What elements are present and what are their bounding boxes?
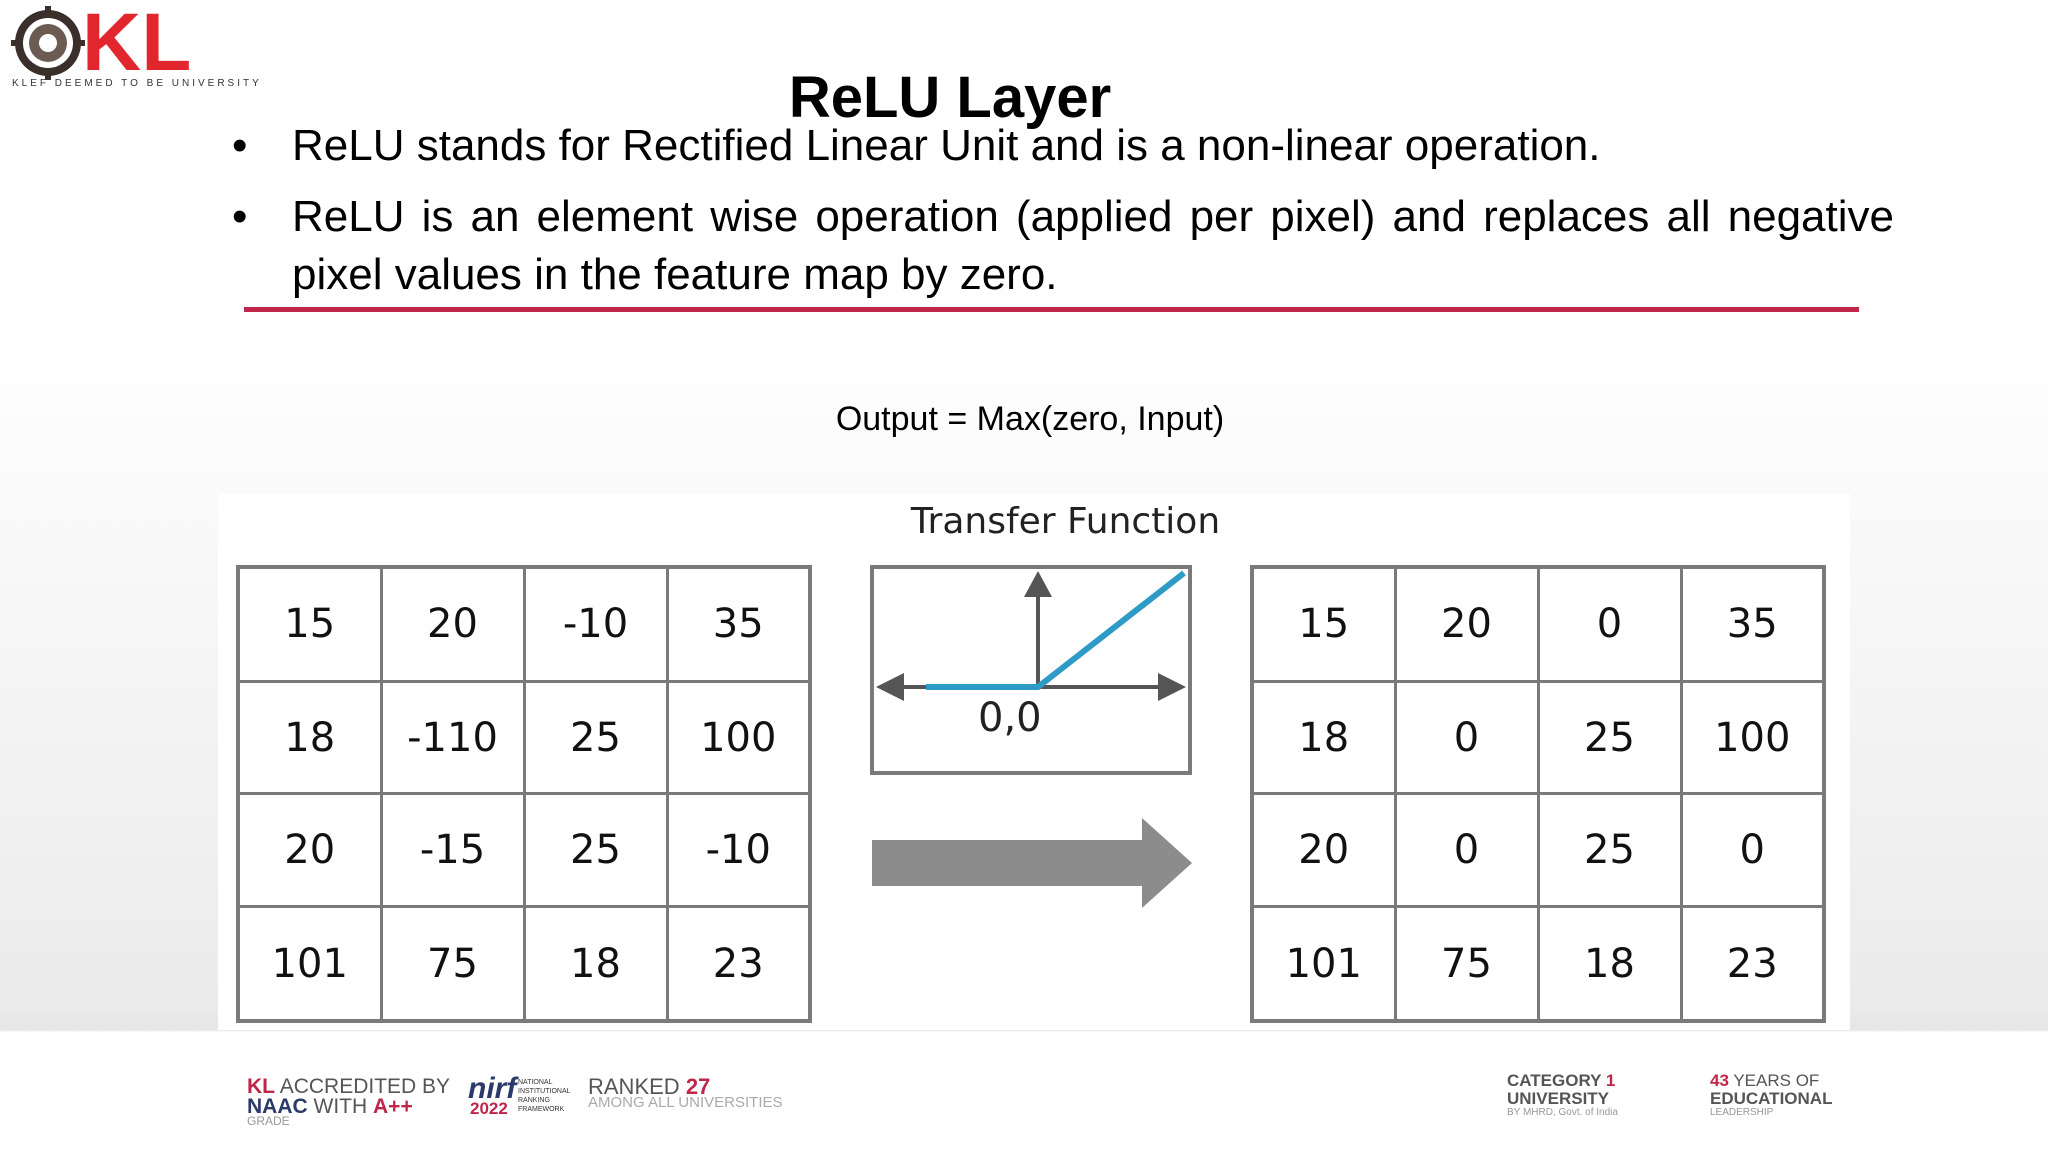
right-arrow-icon (872, 818, 1192, 908)
grid-cell: 25 (1536, 792, 1683, 909)
nirf-ranked-word: RANKED (588, 1074, 680, 1099)
relu-curve (926, 570, 1186, 690)
y-axis-arrow-icon (1024, 571, 1052, 597)
relu-graph (876, 570, 1186, 701)
bullet-text: ReLU stands for Rectified Linear Unit an… (292, 121, 1601, 170)
nirf-logo: nirf (468, 1072, 517, 1105)
grid-cell: 15 (1250, 565, 1397, 683)
kl-letters: KL (82, 4, 191, 88)
grid-cell: 18 (522, 905, 669, 1023)
grid-cell: 25 (522, 679, 669, 796)
grid-cell: 75 (1393, 905, 1540, 1023)
category-word: CATEGORY (1507, 1071, 1602, 1090)
category-line2: UNIVERSITY (1507, 1089, 1610, 1108)
grid-cell: 20 (1250, 792, 1397, 909)
grid-cell: 25 (1536, 679, 1683, 796)
divider-line (244, 307, 1859, 312)
grid-cell: 35 (1679, 565, 1826, 683)
years-number: 43 (1710, 1071, 1729, 1090)
grid-cell: 100 (1679, 679, 1826, 796)
naac-grade-value: A++ (373, 1095, 413, 1118)
naac-accreditation: KL ACCREDITED BY (247, 1076, 450, 1097)
grid-cell: 23 (1679, 905, 1826, 1023)
grid-cell: 101 (1250, 905, 1397, 1023)
grid-cell: 0 (1679, 792, 1826, 909)
x-axis-left-arrow-icon (876, 673, 904, 701)
naac-grade-line: NAAC WITH A++ (247, 1096, 413, 1117)
grid-cell: -110 (379, 679, 526, 796)
category-line3: BY MHRD, Govt. of India (1507, 1107, 1618, 1118)
grid-cell: 0 (1536, 565, 1683, 683)
grid-cell: 25 (522, 792, 669, 909)
grid-cell: 100 (665, 679, 812, 796)
years-of: YEARS OF (1733, 1071, 1820, 1090)
nirf-among: AMONG ALL UNIVERSITIES (588, 1094, 783, 1111)
bullet-dot: • (232, 192, 248, 241)
grid-cell: 75 (379, 905, 526, 1023)
grid-cell: 35 (665, 565, 812, 683)
grid-cell: 20 (236, 792, 383, 909)
grid-cell: 18 (236, 679, 383, 796)
category-line1: CATEGORY 1 (1507, 1072, 1615, 1089)
grid-cell: 15 (236, 565, 383, 683)
grid-cell: 20 (379, 565, 526, 683)
naac-with: WITH (313, 1095, 368, 1118)
naac-name: NAAC (247, 1095, 308, 1118)
emblem-icon (11, 6, 85, 80)
logo-subtext: KLEF DEEMED TO BE UNIVERSITY (12, 78, 262, 89)
nirf-rank-number: 27 (685, 1074, 711, 1099)
grid-cell: -15 (379, 792, 526, 909)
transfer-function-plot: 0,0 (870, 565, 1192, 775)
grid-cell: 23 (665, 905, 812, 1023)
bullet-text: ReLU is an element wise operation (appli… (292, 192, 1894, 299)
slide-title: ReLU Layer (788, 65, 1112, 130)
years-line3: LEADERSHIP (1710, 1107, 1774, 1118)
category-number: 1 (1605, 1071, 1616, 1090)
x-axis-right-arrow-icon (1158, 673, 1186, 701)
grid-cell: 0 (1393, 679, 1540, 796)
grid-cell: -10 (665, 792, 812, 909)
years-line1: 43 YEARS OF (1710, 1072, 1819, 1089)
nirf-fullname: NATIONAL INSTITUTIONAL RANKING FRAMEWORK (518, 1079, 571, 1113)
grid-cell: 0 (1393, 792, 1540, 909)
kl-university-logo: KL (11, 4, 191, 88)
grid-cell: 101 (236, 905, 383, 1023)
naac-grade-word: GRADE (247, 1114, 290, 1128)
grid-cell: 18 (1536, 905, 1683, 1023)
grid-cell: 20 (1393, 565, 1540, 683)
nirf-rank: RANKED 27 (588, 1076, 710, 1098)
origin-label: 0,0 (978, 695, 1042, 741)
grid-cell: 18 (1250, 679, 1397, 796)
grid-cell: -10 (522, 565, 669, 683)
naac-kl: KL (247, 1075, 275, 1098)
relu-formula: Output = Max(zero, Input) (835, 400, 1225, 438)
nirf-year: 2022 (470, 1099, 508, 1118)
naac-accredited: ACCREDITED BY (279, 1075, 451, 1098)
years-line2: EDUCATIONAL (1710, 1089, 1833, 1108)
bullet-dot: • (232, 121, 248, 170)
transfer-function-label: Transfer Function (910, 501, 1221, 542)
